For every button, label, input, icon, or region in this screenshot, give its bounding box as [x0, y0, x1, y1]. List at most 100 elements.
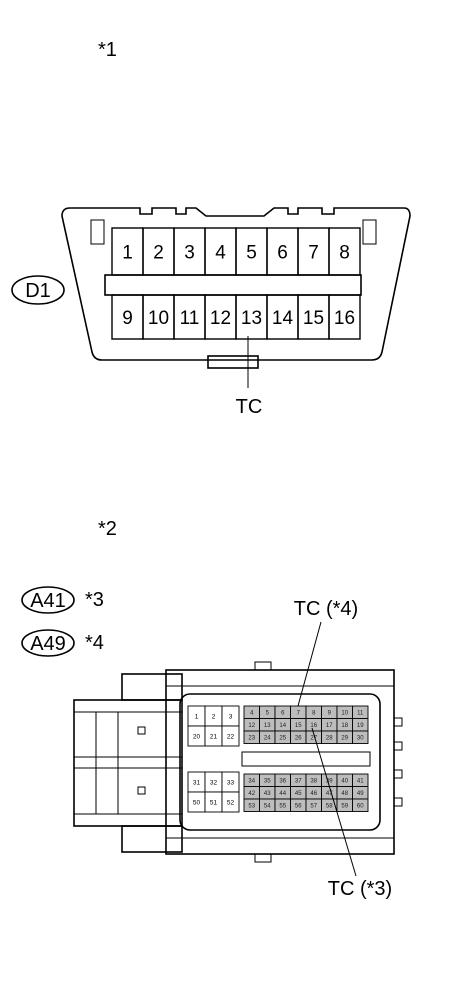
ecu-pin-number: 18 [341, 723, 348, 729]
ecu-pin-number: 2 [212, 713, 216, 720]
dlc-pin-number: 14 [272, 308, 294, 329]
dlc-pin-cell [328, 294, 361, 340]
ecu-pin-number: 4 [250, 711, 254, 717]
note-1: *1 [98, 39, 117, 61]
ecu-pin-number: 16 [310, 723, 317, 729]
dlc-pin-number: 12 [210, 308, 231, 329]
ecu-pin-number: 41 [357, 779, 364, 785]
ecu-pin-number: 40 [341, 779, 348, 785]
dlc-pin-number: 1 [122, 243, 133, 264]
ecu-pin-number: 35 [264, 779, 271, 785]
ecu-pin-number: 46 [310, 791, 317, 797]
ecu-pin-number: 54 [264, 804, 271, 810]
a49-note: *4 [85, 632, 104, 654]
ecu-pin-number: 13 [264, 723, 271, 729]
ecu-pin-number: 24 [264, 736, 271, 742]
ecu-pin-cell [352, 730, 369, 744]
dlc-pin-number: 11 [180, 308, 200, 329]
dlc-pin-number: 4 [215, 243, 226, 264]
ecu-connector-labels: A41 *3 A49 *4 [21, 586, 104, 657]
connector-label-d1: D1 [25, 280, 51, 302]
ecu-pin-number: 9 [328, 711, 332, 717]
ecu-pin-number: 48 [341, 791, 348, 797]
ecu-pin-number: 21 [210, 733, 218, 740]
tc3-label: TC (*3) [328, 878, 392, 900]
dlc-pin-number: 5 [246, 243, 257, 264]
ecu-left-top-block: 1 2 3 20 21 22 [187, 705, 240, 747]
ecu-pin-cell [221, 725, 240, 747]
ecu-pin-number: 12 [248, 723, 255, 729]
ecu-pin-number: 59 [341, 804, 348, 810]
ecu-pin-number: 27 [310, 736, 317, 742]
dlc-pin-cell [328, 227, 361, 276]
ecu-pin-number: 45 [295, 791, 302, 797]
ecu-pin-cell [221, 791, 240, 813]
dlc-pin-number: 2 [153, 243, 164, 264]
connector-label-a49: A49 [30, 633, 66, 655]
dlc-tc-label: TC [236, 396, 263, 418]
ecu-pin-number: 49 [357, 791, 364, 797]
ecu-pin-number: 39 [326, 779, 333, 785]
ecu-pin-number: 56 [295, 804, 302, 810]
ecu-pin-number: 33 [227, 779, 235, 786]
ecu-pin-number: 5 [266, 711, 270, 717]
tc4-label: TC (*4) [294, 598, 358, 620]
ecu-pin-number: 28 [326, 736, 333, 742]
ecu-pin-number: 10 [341, 711, 348, 717]
ecu-pin-number: 11 [357, 711, 364, 717]
ecu-pin-number: 25 [279, 736, 286, 742]
ecu-pin-number: 26 [295, 736, 302, 742]
ecu-pin-number: 58 [326, 804, 333, 810]
dlc-pin-number: 8 [339, 243, 350, 264]
ecu-pin-number: 50 [193, 799, 201, 806]
dlc-pin-number: 15 [303, 308, 324, 329]
dlc-pin-number: 13 [241, 308, 262, 329]
ecu-pin-number: 23 [248, 736, 255, 742]
ecu-pin-number: 60 [357, 804, 364, 810]
note-2: *2 [98, 518, 117, 540]
ecu-right-bottom-block: 34 35 36 37 38 39 40 41 42 43 44 45 46 47 48 49 53 54 55 56… [243, 773, 369, 812]
ecu-pin-number: 44 [279, 791, 286, 797]
ecu-pin-number: 34 [248, 779, 255, 785]
ecu-pin-number: 30 [357, 736, 364, 742]
ecu-pin-number: 19 [357, 723, 364, 729]
dlc-pin-number: 3 [184, 243, 195, 264]
ecu-pin-number: 42 [248, 791, 255, 797]
ecu-pin-number: 29 [341, 736, 348, 742]
dlc-pin-number: 9 [122, 308, 133, 329]
ecu-pin-number: 20 [193, 733, 201, 740]
connector-label-a41: A41 [30, 590, 66, 612]
ecu-pin-number: 53 [248, 804, 255, 810]
ecu-pin-number: 32 [210, 779, 218, 786]
ecu-pin-number: 15 [295, 723, 302, 729]
ecu-pin-number: 8 [312, 711, 316, 717]
ecu-pin-number: 22 [227, 733, 235, 740]
dlc-pin-number: 16 [334, 308, 355, 329]
ecu-left-bottom-block: 31 32 33 50 51 52 [187, 771, 240, 813]
ecu-pin-number: 52 [227, 799, 235, 806]
ecu-pin-number: 3 [229, 713, 233, 720]
ecu-pin-cell [352, 798, 369, 812]
dlc-pin-number: 7 [308, 243, 319, 264]
ecu-pin-number: 7 [297, 711, 301, 717]
dlc-pin-number: 6 [277, 243, 288, 264]
ecu-pin-number: 55 [279, 804, 286, 810]
ecu-pin-number: 14 [279, 723, 286, 729]
ecu-pin-number: 31 [193, 779, 201, 786]
ecu-pin-number: 1 [195, 713, 199, 720]
ecu-pin-number: 47 [326, 791, 333, 797]
ecu-pin-number: 51 [210, 799, 218, 806]
ecu-pin-number: 36 [279, 779, 286, 785]
ecu-pin-number: 6 [281, 711, 285, 717]
ecu-pin-number: 37 [295, 779, 302, 785]
ecu-pin-number: 43 [264, 791, 271, 797]
ecu-pin-number: 57 [310, 804, 317, 810]
a41-note: *3 [85, 589, 104, 611]
ecu-pin-number: 38 [310, 779, 317, 785]
